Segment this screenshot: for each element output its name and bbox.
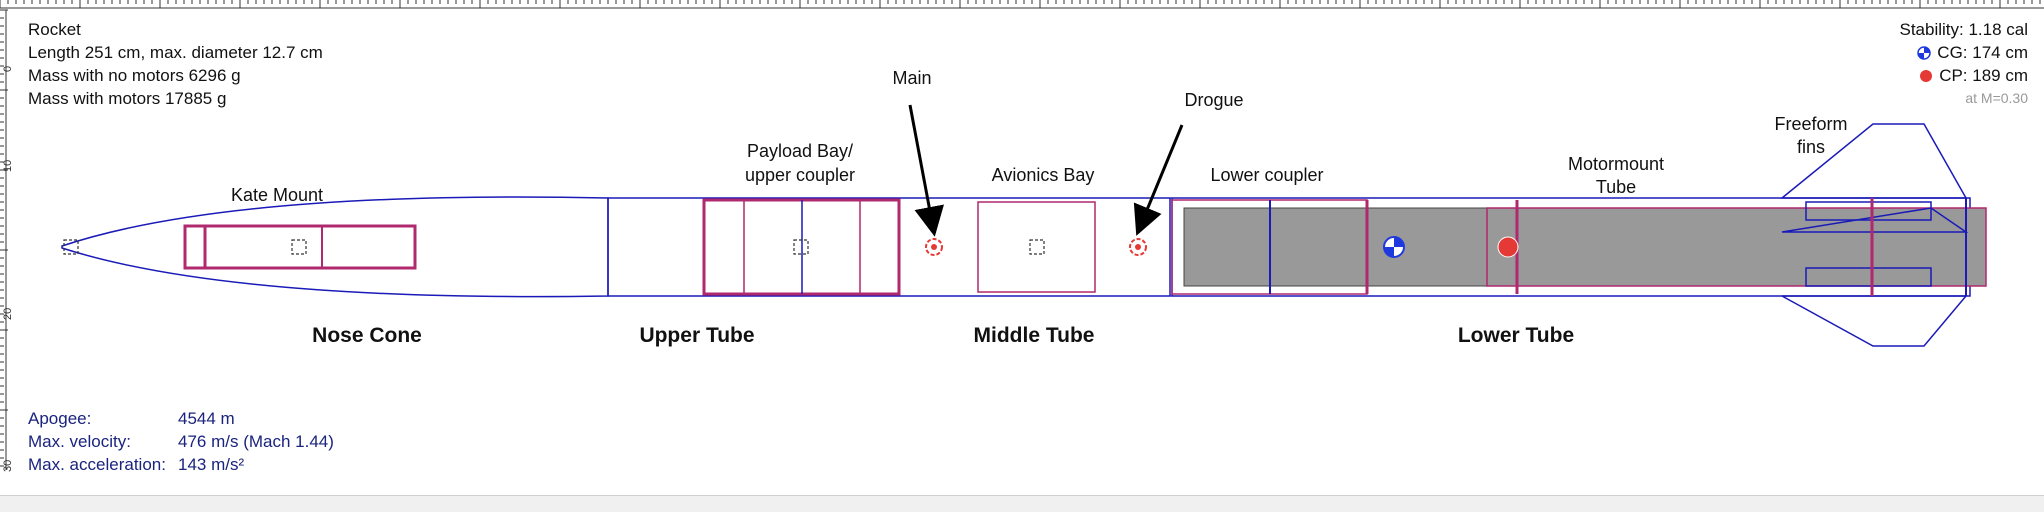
flight-summary: Apogee: 4544 m Max. velocity: 476 m/s (M… bbox=[28, 407, 334, 476]
upper-tube[interactable] bbox=[607, 197, 1171, 297]
freeform-fin-bottom[interactable] bbox=[1781, 295, 1968, 347]
cg-marker-icon bbox=[1383, 236, 1405, 258]
cp-value: CP: 189 cm bbox=[1939, 66, 2028, 85]
velocity-row: Max. velocity: 476 m/s (Mach 1.44) bbox=[28, 430, 334, 453]
acceleration-label: Max. acceleration: bbox=[28, 455, 166, 474]
main-parachute-icon[interactable] bbox=[925, 238, 943, 256]
rocket-name: Rocket bbox=[28, 20, 81, 39]
kate-mount[interactable] bbox=[183, 224, 417, 270]
label-payload-bay-2: upper coupler bbox=[745, 165, 855, 185]
label-payload-bay-1: Payload Bay/ bbox=[747, 141, 853, 161]
label-freeform-2: fins bbox=[1797, 137, 1825, 157]
label-avionics-bay: Avionics Bay bbox=[992, 165, 1095, 185]
velocity-label: Max. velocity: bbox=[28, 432, 131, 451]
rocket-length: Length 251 cm, max. diameter 12.7 cm bbox=[28, 43, 323, 62]
section-nose-cone: Nose Cone bbox=[312, 324, 422, 347]
stability-panel: Stability: 1.18 cal CG: 174 cm CP: 189 c… bbox=[1899, 18, 2028, 110]
marker-icon bbox=[793, 239, 809, 255]
stability-value: Stability: 1.18 cal bbox=[1899, 20, 2028, 39]
bottom-scrollbar[interactable] bbox=[0, 495, 2044, 512]
drogue-parachute-icon[interactable] bbox=[1129, 238, 1147, 256]
label-motormount-1: Motormount bbox=[1568, 154, 1664, 174]
mach-value: at M=0.30 bbox=[1965, 90, 2028, 106]
ruler-label: 0 bbox=[2, 66, 14, 72]
drogue-arrow bbox=[1133, 124, 1184, 236]
mach-row: at M=0.30 bbox=[1899, 87, 2028, 110]
label-lower-coupler: Lower coupler bbox=[1210, 165, 1323, 185]
section-lower-tube: Lower Tube bbox=[1458, 324, 1574, 347]
apogee-row: Apogee: 4544 m bbox=[28, 407, 334, 430]
label-freeform-1: Freeform bbox=[1774, 114, 1847, 134]
fin-tab-bottom bbox=[1805, 267, 1932, 287]
avionics-bay[interactable] bbox=[977, 201, 1096, 293]
rocket-mass-with-motors: Mass with motors 17885 g bbox=[28, 89, 227, 108]
component-markers bbox=[63, 239, 1045, 255]
cg-icon bbox=[1917, 45, 1932, 60]
rocket-info: Rocket Length 251 cm, max. diameter 12.7… bbox=[28, 18, 323, 110]
ruler-label: 10 bbox=[2, 160, 14, 172]
apogee-value: 4544 m bbox=[178, 409, 235, 428]
fin-tab-top bbox=[1805, 201, 1932, 221]
ruler-label: 20 bbox=[2, 308, 14, 320]
apogee-label: Apogee: bbox=[28, 409, 92, 428]
motormount-tube[interactable] bbox=[1486, 207, 1987, 287]
section-upper-tube: Upper Tube bbox=[639, 324, 754, 347]
stability-row: Stability: 1.18 cal bbox=[1899, 18, 2028, 41]
marker-icon bbox=[1029, 239, 1045, 255]
acceleration-row: Max. acceleration: 143 m/s² bbox=[28, 453, 334, 476]
freeform-fin-top[interactable] bbox=[1779, 123, 1968, 199]
cg-value: CG: 174 cm bbox=[1937, 43, 2028, 62]
cp-icon bbox=[1920, 69, 1933, 82]
label-drogue: Drogue bbox=[1184, 90, 1243, 110]
cp-marker-icon bbox=[1497, 236, 1519, 258]
cg-row: CG: 174 cm bbox=[1899, 41, 2028, 64]
marker-icon bbox=[291, 239, 307, 255]
left-ruler bbox=[0, 9, 8, 470]
velocity-value: 476 m/s (Mach 1.44) bbox=[178, 432, 334, 451]
label-motormount-2: Tube bbox=[1596, 177, 1636, 197]
acceleration-value: 143 m/s² bbox=[178, 455, 245, 474]
rocket-mass-no-motors: Mass with no motors 6296 g bbox=[28, 66, 241, 85]
main-arrow bbox=[908, 104, 944, 237]
ruler-label: 30 bbox=[2, 460, 14, 472]
section-middle-tube: Middle Tube bbox=[974, 324, 1095, 347]
marker-icon bbox=[63, 239, 79, 255]
top-ruler bbox=[0, 0, 2044, 9]
label-main: Main bbox=[892, 68, 931, 88]
left-ruler-labels: 0 10 20 30 bbox=[2, 66, 14, 472]
cp-row: CP: 189 cm bbox=[1899, 64, 2028, 87]
label-kate-mount: Kate Mount bbox=[231, 185, 323, 205]
nose-cone[interactable] bbox=[61, 196, 609, 298]
